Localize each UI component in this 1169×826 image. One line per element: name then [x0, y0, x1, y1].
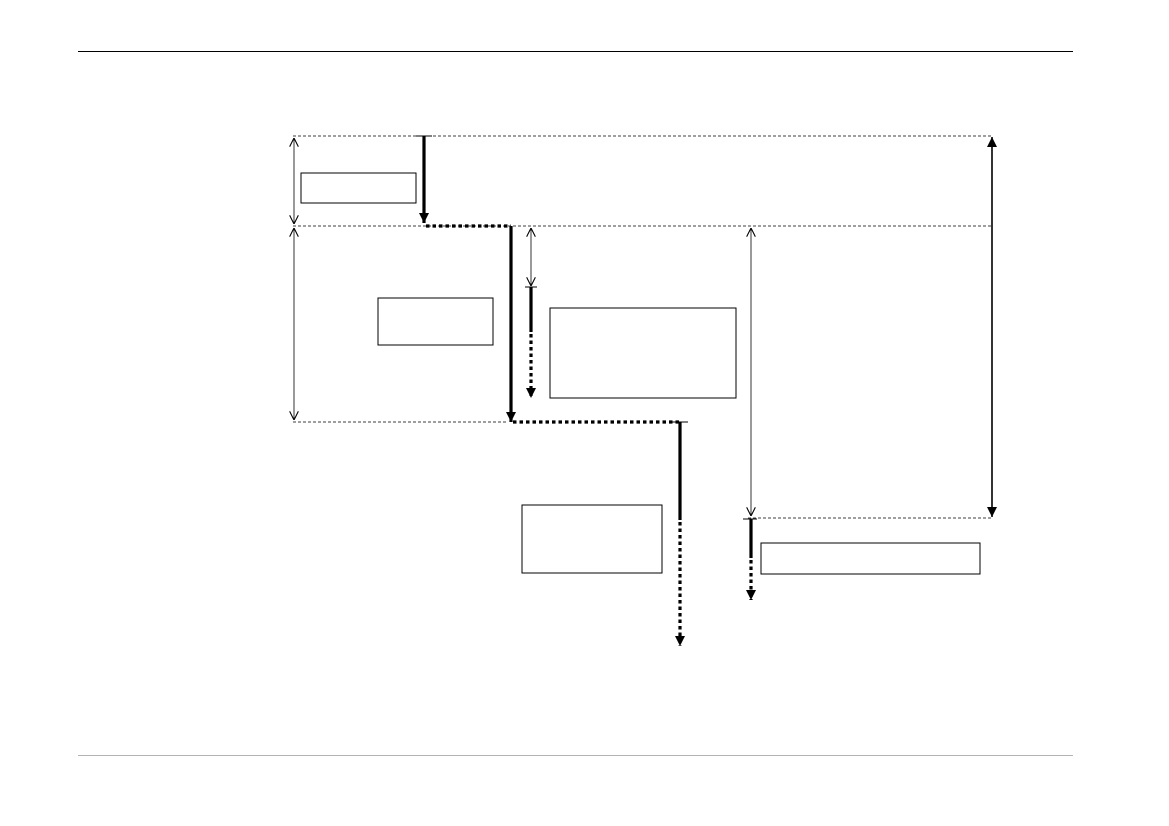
- solid-bars: [419, 136, 753, 558]
- dashed-level-lines: [293, 135, 993, 519]
- footer-rule: [78, 755, 1073, 756]
- label-box-4: [521, 504, 663, 574]
- label-box-1: [300, 172, 417, 204]
- dotted-segments: [426, 224, 756, 646]
- header-rule: [78, 51, 1073, 52]
- label-box-5: [760, 542, 981, 575]
- label-box-3: [549, 307, 737, 399]
- label-box-2: [377, 297, 494, 346]
- dimension-arrows: [294, 138, 751, 516]
